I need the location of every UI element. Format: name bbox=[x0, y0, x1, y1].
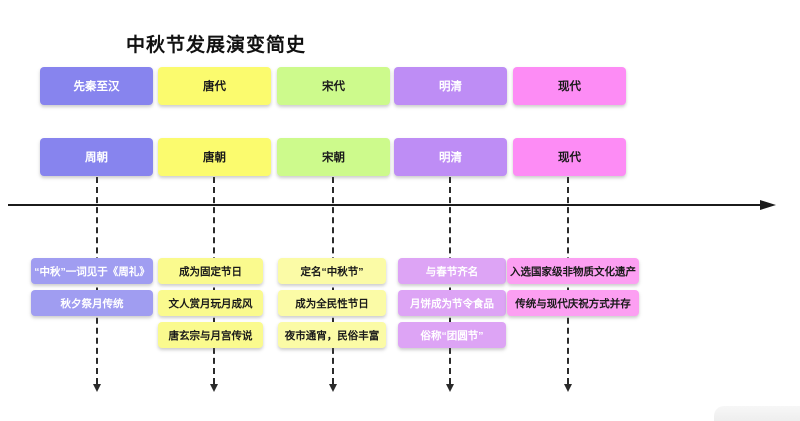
event-box: 唐玄宗与月宫传说 bbox=[158, 322, 263, 348]
event-box: 文人赏月玩月成风 bbox=[158, 290, 263, 316]
down-arrow-icon bbox=[210, 384, 218, 392]
event-box: 月饼成为节令食品 bbox=[398, 290, 506, 316]
event-box: 夜市通宵，民俗丰富 bbox=[278, 322, 386, 348]
event-box: 成为固定节日 bbox=[158, 258, 263, 284]
right-arrow-icon bbox=[760, 199, 776, 210]
event-box: 成为全民性节日 bbox=[278, 290, 386, 316]
event-box: 入选国家级非物质文化遗产 bbox=[507, 258, 639, 284]
corner-artifact bbox=[714, 406, 800, 421]
page-title: 中秋节发展演变简史 bbox=[126, 35, 307, 56]
dynasty-box-col4: 明清 bbox=[394, 138, 507, 176]
dynasty-box-col5: 现代 bbox=[513, 138, 626, 176]
period-box-col3: 宋代 bbox=[277, 67, 390, 105]
event-box: 秋夕祭月传统 bbox=[31, 290, 153, 316]
dynasty-box-col1: 周朝 bbox=[40, 138, 153, 176]
dynasty-box-col2: 唐朝 bbox=[158, 138, 271, 176]
period-box-col4: 明清 bbox=[394, 67, 507, 105]
event-box: 传统与现代庆祝方式并存 bbox=[507, 290, 639, 316]
event-box: “中秋”一词见于《周礼》 bbox=[31, 258, 153, 284]
down-arrow-icon bbox=[329, 384, 337, 392]
down-arrow-icon bbox=[93, 384, 101, 392]
down-arrow-icon bbox=[446, 384, 454, 392]
timeline-axis bbox=[8, 204, 761, 206]
period-box-col1: 先秦至汉 bbox=[40, 67, 153, 105]
event-box: 定名“中秋节” bbox=[278, 258, 386, 284]
dynasty-box-col3: 宋朝 bbox=[277, 138, 390, 176]
event-box: 与春节齐名 bbox=[398, 258, 506, 284]
down-arrow-icon bbox=[564, 384, 572, 392]
event-box: 俗称“团圆节” bbox=[398, 322, 506, 348]
period-box-col2: 唐代 bbox=[158, 67, 271, 105]
period-box-col5: 现代 bbox=[513, 67, 626, 105]
